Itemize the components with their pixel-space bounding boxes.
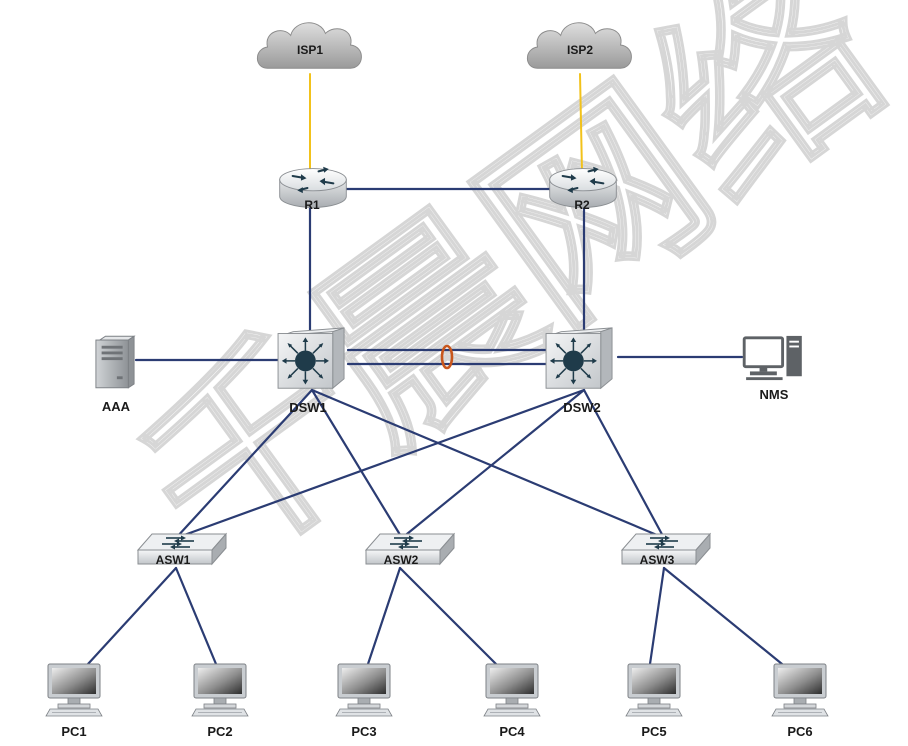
- access-switch-asw3[interactable]: ASW3: [621, 533, 711, 567]
- core-switch-icon: [277, 327, 345, 389]
- router-r1[interactable]: R1: [278, 165, 348, 212]
- link-dsw1-asw3: [310, 388, 666, 540]
- pc-pc3[interactable]: PC3: [335, 663, 393, 739]
- pc-pc2[interactable]: PC2: [191, 663, 249, 739]
- link-dsw1-asw1: [174, 388, 314, 540]
- pc-icon: [191, 663, 249, 717]
- isp1-label: ISP1: [297, 43, 323, 57]
- router-r2[interactable]: R2: [548, 165, 618, 212]
- aaa-label: AAA: [102, 399, 131, 414]
- pc2-label: PC2: [207, 724, 232, 739]
- dsw1-label: DSW1: [289, 400, 327, 415]
- pc5-label: PC5: [641, 724, 666, 739]
- asw2-label: ASW2: [384, 553, 419, 567]
- links: [86, 73, 784, 666]
- isp1-cloud[interactable]: ISP1: [256, 22, 362, 69]
- pc-icon: [625, 663, 683, 717]
- pc-pc5[interactable]: PC5: [625, 663, 683, 739]
- core-switch-dsw2[interactable]: DSW2: [545, 327, 613, 415]
- pc-pc4[interactable]: PC4: [483, 663, 541, 739]
- workstation-icon: [742, 334, 804, 382]
- link-dsw2-asw1: [174, 388, 586, 540]
- link-asw1-pc1: [86, 566, 178, 666]
- pc-icon: [483, 663, 541, 717]
- core-switch-dsw1[interactable]: DSW1: [277, 327, 345, 415]
- link-dsw2-asw3: [582, 388, 666, 540]
- pc-icon: [335, 663, 393, 717]
- link-asw2-pc4: [398, 566, 498, 666]
- pc3-label: PC3: [351, 724, 376, 739]
- pc1-label: PC1: [61, 724, 86, 739]
- link-dsw1-asw2: [310, 388, 404, 540]
- link-asw3-pc5: [648, 566, 666, 666]
- nms-workstation[interactable]: NMS: [742, 334, 804, 402]
- eth-trunk-ring-icon: [440, 344, 454, 370]
- access-switch-asw1[interactable]: ASW1: [137, 533, 227, 567]
- link-dsw2-asw2: [400, 388, 586, 540]
- link-isp2-r2: [579, 73, 583, 173]
- pc-icon: [771, 663, 829, 717]
- dsw2-label: DSW2: [563, 400, 601, 415]
- pc-icon: [45, 663, 103, 717]
- core-switch-icon: [545, 327, 613, 389]
- r1-label: R1: [304, 198, 320, 212]
- nms-label: NMS: [760, 387, 789, 402]
- pc4-label: PC4: [499, 724, 525, 739]
- asw3-label: ASW3: [640, 553, 675, 567]
- access-switch-asw2[interactable]: ASW2: [365, 533, 455, 567]
- isp2-label: ISP2: [567, 43, 593, 57]
- r2-label: R2: [574, 198, 590, 212]
- link-asw3-pc6: [662, 566, 784, 666]
- server-icon: [95, 335, 135, 389]
- pc-pc1[interactable]: PC1: [45, 663, 103, 739]
- pc6-label: PC6: [787, 724, 812, 739]
- pc-pc6[interactable]: PC6: [771, 663, 829, 739]
- aaa-server[interactable]: AAA: [95, 335, 135, 414]
- asw1-label: ASW1: [156, 553, 191, 567]
- link-asw2-pc3: [366, 566, 402, 666]
- isp2-cloud[interactable]: ISP2: [526, 22, 632, 69]
- link-asw1-pc2: [174, 566, 218, 666]
